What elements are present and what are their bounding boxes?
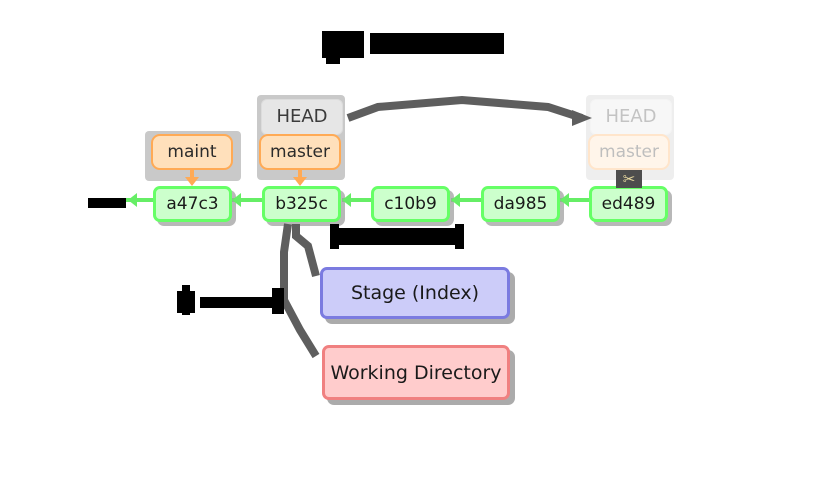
commit-label: a47c3 bbox=[166, 193, 219, 214]
ghost-branch-label-master: master bbox=[588, 134, 670, 170]
link-a47c3-b325c bbox=[232, 198, 266, 202]
head-move-arc bbox=[346, 95, 584, 122]
link-da985-ed489 bbox=[560, 198, 594, 202]
link-c10b9-da985 bbox=[451, 198, 485, 202]
ghost-branch-label-text: master bbox=[599, 141, 659, 162]
working-directory-box[interactable]: Working Directory bbox=[322, 345, 510, 400]
commit-label: b325c bbox=[275, 193, 328, 214]
commit-note-redaction bbox=[330, 228, 463, 245]
commit-node-a47c3[interactable]: a47c3 bbox=[153, 186, 232, 222]
working-directory-label: Working Directory bbox=[330, 361, 502, 384]
ghost-head-label-text: HEAD bbox=[605, 106, 657, 127]
arrowhead-left-tail bbox=[128, 193, 137, 207]
head-label[interactable]: HEAD bbox=[261, 99, 343, 135]
scissors-glyph: ✂ bbox=[622, 169, 636, 188]
stage-index-box[interactable]: Stage (Index) bbox=[320, 267, 510, 319]
commit-label: c10b9 bbox=[384, 193, 437, 214]
commit-node-ed489[interactable]: ed489 bbox=[589, 186, 668, 222]
stage-index-label: Stage (Index) bbox=[350, 282, 480, 304]
commit-node-c10b9[interactable]: c10b9 bbox=[371, 186, 450, 222]
branch-label-master[interactable]: master bbox=[259, 134, 341, 170]
master-pointer-arrow bbox=[293, 177, 307, 186]
scissors-cut-icon: ✂ bbox=[616, 170, 642, 188]
stage-note-tick bbox=[182, 285, 190, 315]
left-arrow-redaction bbox=[88, 198, 126, 208]
commit-to-stage-connector bbox=[292, 224, 320, 278]
commit-note-cap-right bbox=[455, 224, 464, 249]
arrowhead-a47c3 bbox=[232, 193, 241, 207]
commit-label: da985 bbox=[493, 193, 548, 214]
stage-note-redaction bbox=[200, 297, 284, 308]
ghost-head-master-plate bbox=[586, 95, 674, 180]
maint-pointer-line bbox=[190, 170, 194, 179]
title-redaction-text bbox=[370, 33, 504, 54]
commit-note-cap-left bbox=[330, 224, 339, 249]
stage-note-cap bbox=[272, 288, 284, 314]
arrowhead-c10b9 bbox=[451, 193, 460, 207]
commit-node-da985[interactable]: da985 bbox=[481, 186, 560, 222]
commit-label: ed489 bbox=[601, 193, 656, 214]
head-label-text: HEAD bbox=[276, 106, 328, 127]
arrowhead-b325c bbox=[342, 193, 351, 207]
branch-label-maint[interactable]: maint bbox=[151, 134, 233, 170]
branch-label-text: master bbox=[270, 141, 330, 162]
arrowhead-da985 bbox=[560, 193, 569, 207]
title-redaction-notch bbox=[326, 42, 340, 64]
maint-pointer-arrow bbox=[185, 177, 199, 186]
link-left-tail bbox=[124, 198, 156, 202]
branch-label-text: maint bbox=[167, 141, 217, 162]
commit-to-workdir-connector bbox=[280, 223, 320, 359]
ghost-head-label: HEAD bbox=[590, 99, 672, 135]
commit-node-b325c[interactable]: b325c bbox=[262, 186, 341, 222]
master-pointer-line bbox=[298, 170, 302, 179]
link-b325c-c10b9 bbox=[342, 198, 376, 202]
